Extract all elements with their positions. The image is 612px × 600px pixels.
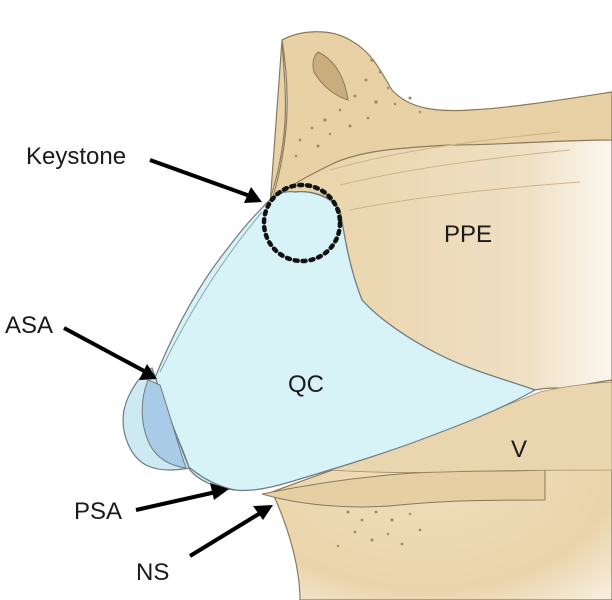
label-psa: PSA [74, 498, 122, 525]
dorsal-line [159, 211, 263, 373]
arrow-psa [135, 483, 229, 512]
arrow-keystone [149, 158, 262, 203]
label-ns: NS [136, 559, 169, 586]
arrow-asa [63, 326, 157, 380]
label-ppe: PPE [444, 221, 492, 248]
label-asa: ASA [5, 312, 53, 339]
label-v: V [511, 436, 527, 463]
bone-texture [294, 58, 422, 158]
medial-crus [141, 379, 187, 469]
arrow-ns [188, 505, 273, 558]
keystone-circle [261, 182, 343, 264]
ppe-striations [329, 131, 581, 211]
vomer-texture [336, 510, 422, 548]
label-keystone: Keystone [26, 143, 126, 170]
sinus-shadow [312, 51, 349, 101]
label-qc: QC [288, 371, 324, 398]
nasal-spine [261, 469, 546, 508]
